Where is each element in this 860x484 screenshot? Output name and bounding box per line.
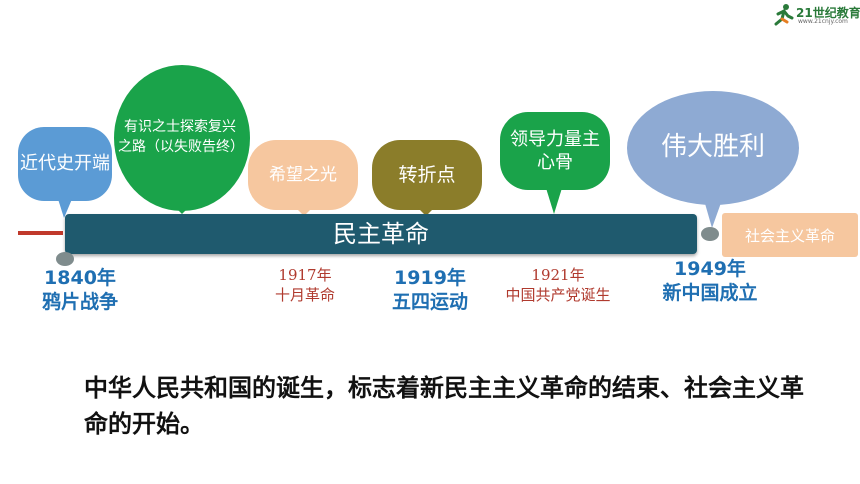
event-1840: 1840年 鸦片战争 [20, 266, 140, 314]
event-name: 鸦片战争 [41, 291, 118, 313]
event-name: 新中国成立 [662, 282, 758, 304]
event-1917: 1917年 十月革命 [255, 265, 355, 305]
event-name: 五四运动 [391, 291, 468, 313]
logo-text: 21世纪教育 [796, 6, 860, 20]
event-year: 1949年 [674, 258, 746, 280]
bubble-seekers-text: 有识之士探索复兴之路（以失败告终） [118, 119, 244, 155]
timeline-dot-1949 [701, 227, 719, 241]
summary-statement: 中华人民共和国的诞生，标志着新民主主义革命的结束、社会主义革命的开始。 [84, 373, 804, 438]
event-1919: 1919年 五四运动 [370, 266, 490, 314]
event-name: 十月革命 [274, 286, 335, 304]
bubble-hope-light [248, 140, 358, 216]
runner-icon [774, 4, 794, 26]
logo-url: www.21cnjy.com [798, 18, 848, 25]
timeline-start-line [18, 231, 63, 235]
timeline-dot-1840 [56, 252, 74, 266]
bubble-turning-point [372, 140, 482, 216]
event-year: 1919年 [394, 267, 466, 289]
democratic-revolution-bar: 民主革命 [65, 214, 697, 254]
event-year: 1921年 [531, 266, 585, 284]
event-year: 1917年 [278, 266, 332, 284]
socialist-revolution-box: 社会主义革命 [722, 213, 858, 257]
bubble-great-victory [627, 91, 799, 228]
event-year: 1840年 [44, 267, 116, 289]
site-logo: 21世纪教育 www.21cnjy.com [770, 2, 860, 28]
bubble-modern-start-text: 近代史开端 [20, 153, 110, 175]
bubble-turning-point-text: 转折点 [398, 163, 456, 186]
bubble-hope-light-text: 希望之光 [269, 164, 337, 185]
event-1949: 1949年 新中国成立 [645, 257, 775, 305]
bubble-modern-start [18, 127, 112, 218]
event-name: 中国共产党诞生 [505, 286, 611, 304]
bubble-seekers [114, 65, 250, 214]
bubble-leadership-core-text: 领导力量主心骨 [510, 128, 600, 173]
bubble-leadership-core [500, 112, 610, 214]
bubble-great-victory-text: 伟大胜利 [660, 132, 765, 163]
event-1921: 1921年 中国共产党诞生 [500, 265, 616, 305]
